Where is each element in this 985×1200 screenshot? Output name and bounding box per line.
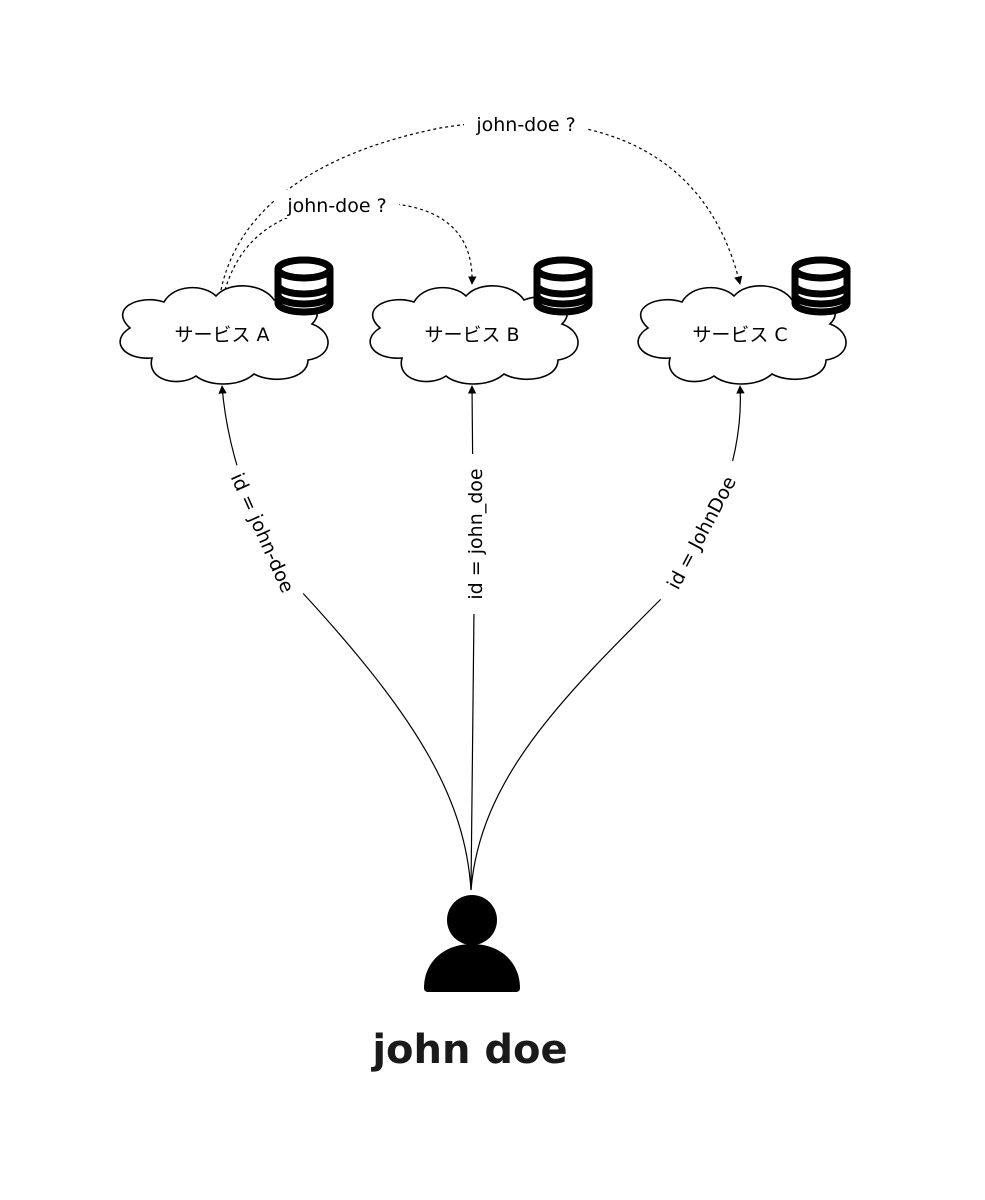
edge-label-user-to-b: id = john_doe <box>461 454 489 614</box>
service-b[interactable]: サービス B <box>369 285 579 385</box>
svg-text:id = john-doe: id = john-doe <box>226 470 298 596</box>
database-icon <box>533 256 593 316</box>
service-b-label: サービス B <box>424 324 519 346</box>
svg-text:john-doe ?: john-doe ? <box>286 195 386 217</box>
edge-a-to-b-query <box>224 202 477 291</box>
edge-label-user-to-c: id = JohnDoe <box>652 457 751 608</box>
edge-a-to-c-query <box>220 121 743 291</box>
database-icon <box>274 256 334 316</box>
edge-label-user-to-a: id = john-doe <box>220 461 305 605</box>
user-name: john doe <box>370 1027 567 1073</box>
edge-user-to-service-c <box>470 385 745 891</box>
svg-text:john-doe ?: john-doe ? <box>475 114 575 136</box>
edge-label-a-to-b-query: john-doe ? <box>275 190 399 218</box>
edge-user-to-service-a <box>218 385 472 891</box>
service-a-label: サービス A <box>174 324 269 346</box>
edge-label-a-to-c-query: john-doe ? <box>464 109 588 137</box>
svg-text:id = JohnDoe: id = JohnDoe <box>663 473 741 593</box>
database-icon <box>791 256 851 316</box>
svg-text:id = john_doe: id = john_doe <box>465 468 487 599</box>
service-a[interactable]: サービス A <box>119 285 329 385</box>
service-c[interactable]: サービス C <box>637 285 847 385</box>
person-icon <box>424 892 520 992</box>
service-c-label: サービス C <box>692 324 787 346</box>
